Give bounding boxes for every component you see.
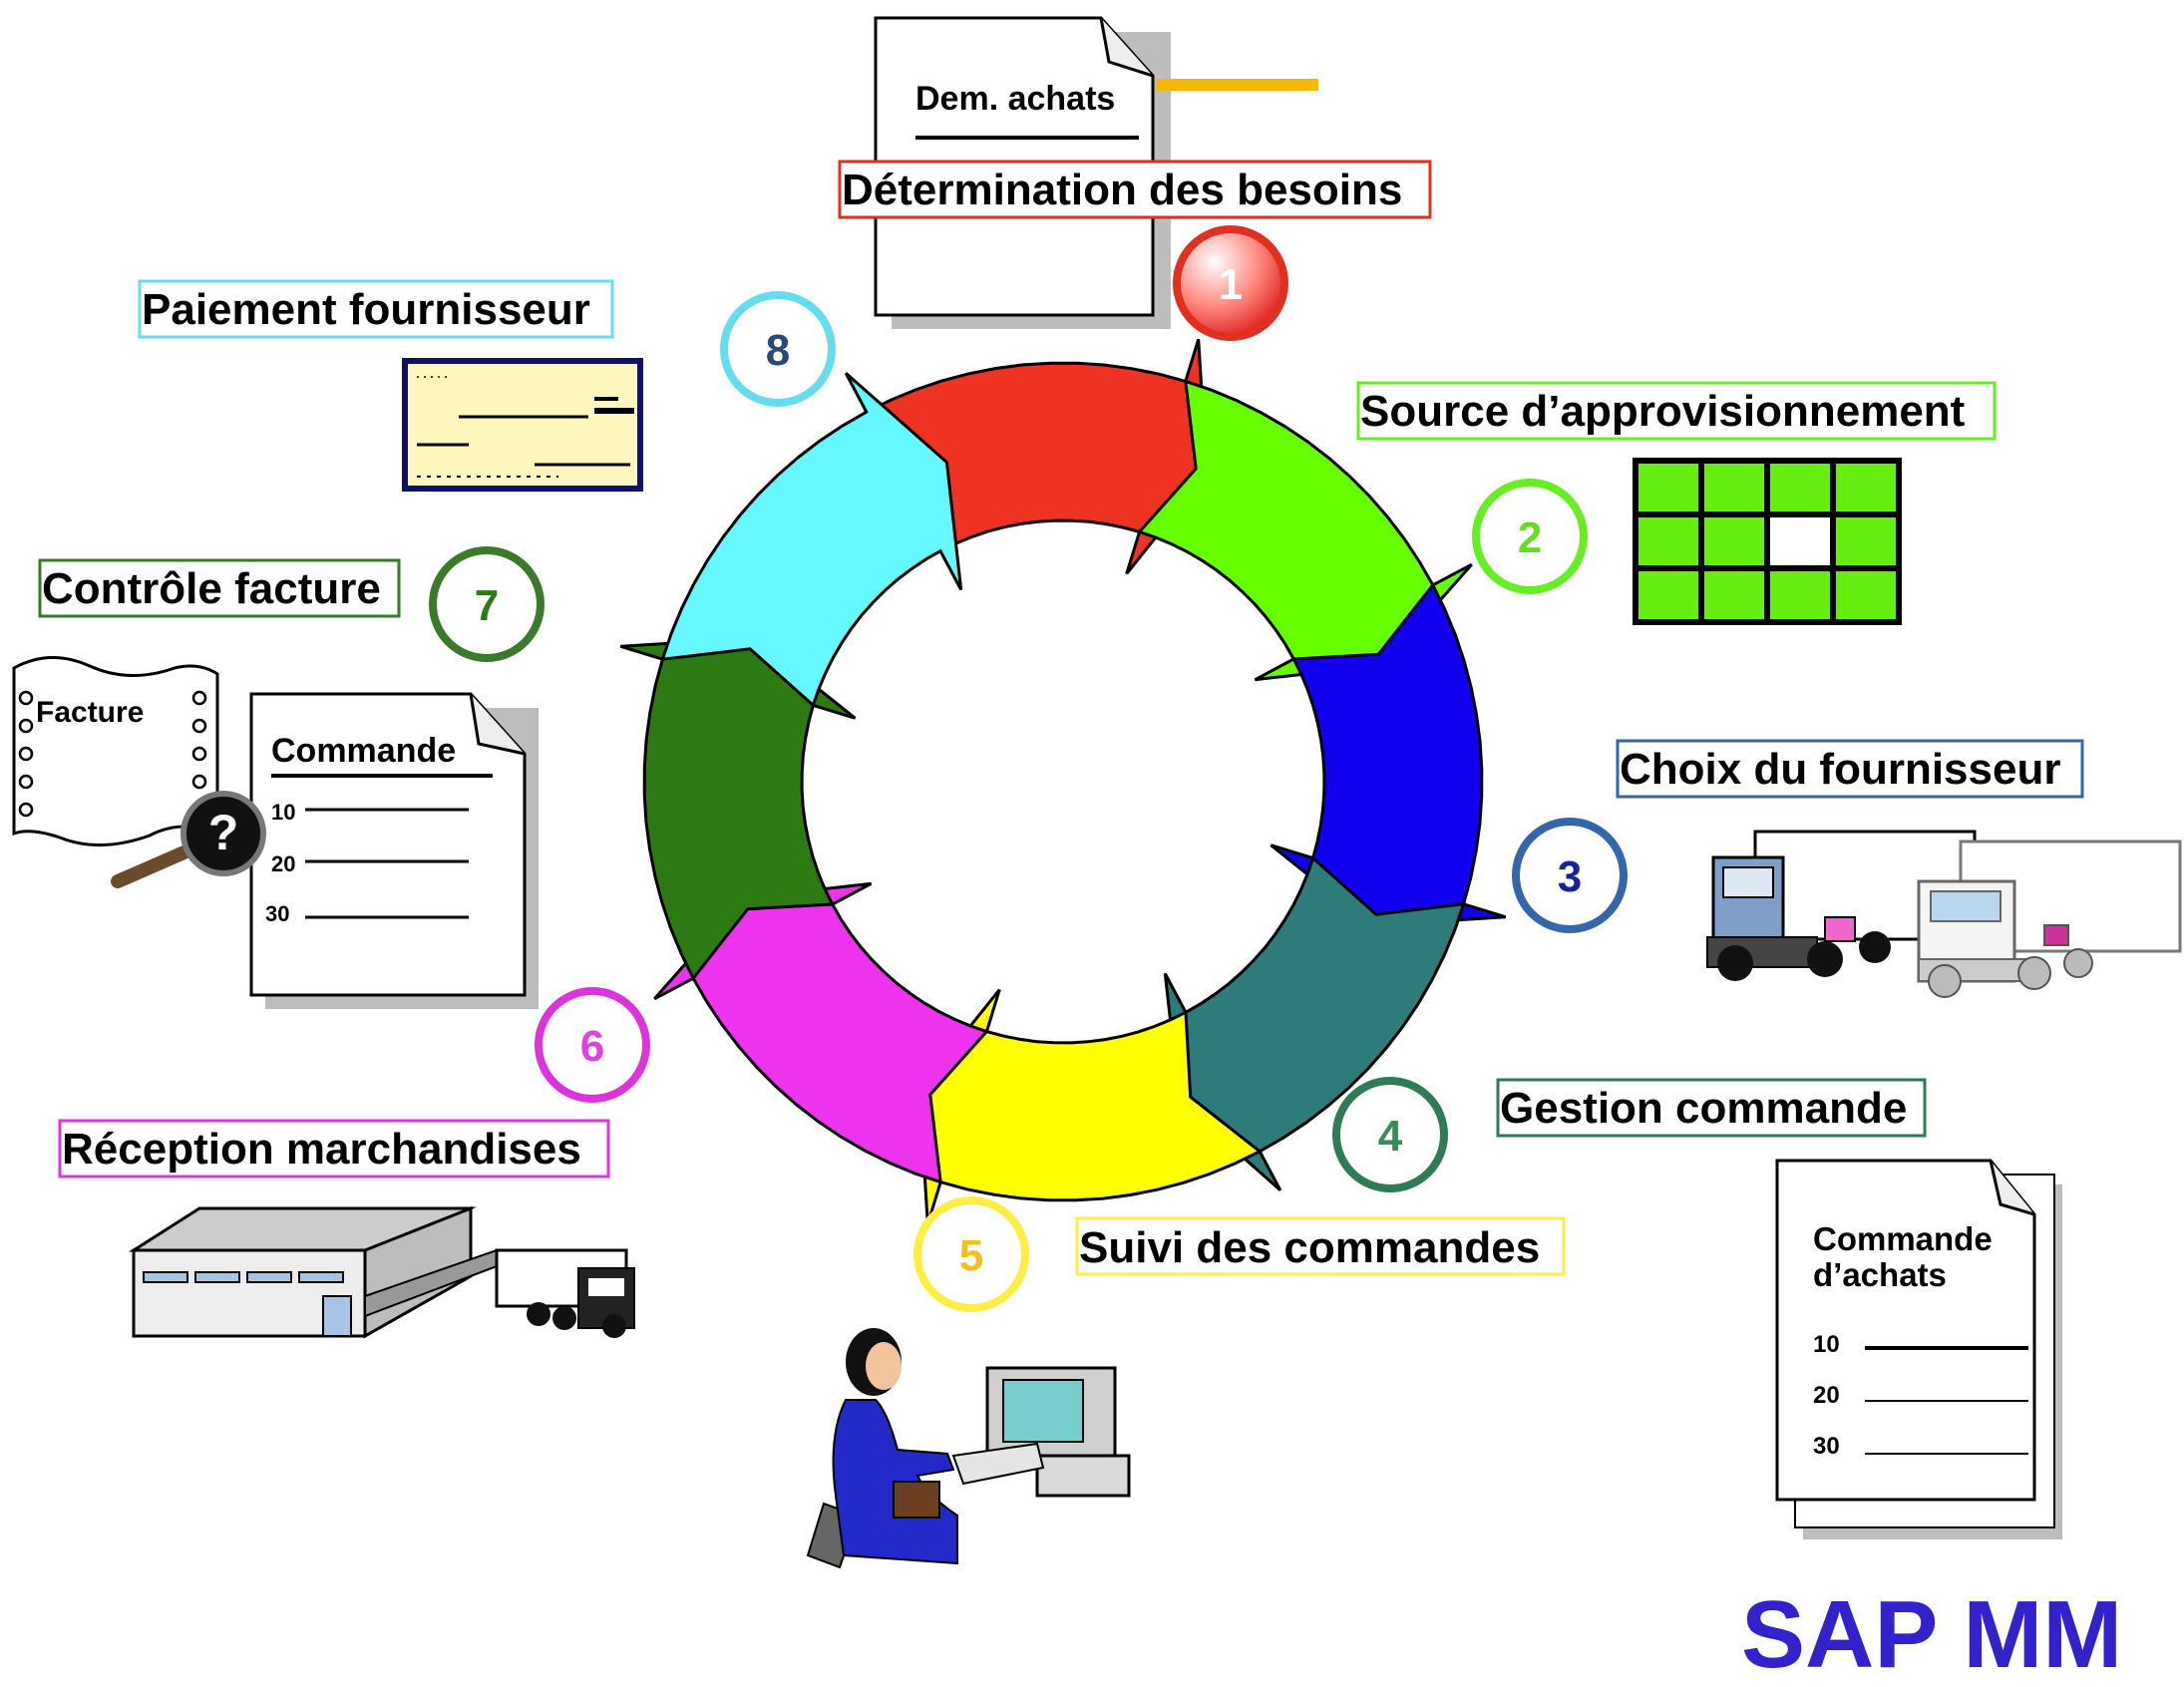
invoice-illustration: Facture bbox=[12, 656, 219, 846]
step-label-1: Détermination des besoins bbox=[838, 160, 1432, 219]
grid-cell bbox=[1698, 458, 1770, 517]
order-document: Commande 10 20 30 bbox=[249, 692, 539, 1009]
invoice-title: Facture bbox=[36, 696, 144, 729]
step-badge-8: 8 bbox=[720, 291, 836, 407]
cycle-arrow-2 bbox=[1136, 379, 1473, 682]
purchase-order-title-1: Commande bbox=[1813, 1220, 1993, 1257]
grid-cell bbox=[1830, 511, 1902, 571]
step-number: 7 bbox=[475, 581, 499, 630]
person-at-computer-illustration bbox=[806, 1328, 1131, 1569]
step-badge-3: 3 bbox=[1512, 818, 1628, 933]
step-number: 4 bbox=[1378, 1112, 1403, 1161]
step-number: 5 bbox=[959, 1231, 983, 1280]
order-line-number: 10 bbox=[271, 800, 295, 825]
step-badge-1: 1 bbox=[1173, 225, 1288, 341]
grid-cell bbox=[1764, 511, 1836, 571]
step-label-8: Paiement fournisseur bbox=[138, 279, 614, 339]
svg-text:Contrôle facture: Contrôle facture bbox=[42, 564, 381, 613]
step-number: 6 bbox=[580, 1022, 604, 1071]
warehouse-illustration bbox=[128, 1205, 635, 1339]
order-title: Commande bbox=[271, 732, 456, 770]
purchase-order-title-2: d’achats bbox=[1813, 1256, 1947, 1293]
step-number: 2 bbox=[1518, 513, 1542, 562]
step-number: 8 bbox=[766, 326, 790, 375]
po-line-number: 30 bbox=[1813, 1433, 1840, 1460]
trucks-illustration bbox=[1706, 830, 2182, 998]
cycle-arrow-6 bbox=[653, 881, 990, 1184]
step-label-2: Source d’approvisionnement bbox=[1356, 381, 1997, 441]
svg-text:Gestion commande: Gestion commande bbox=[1500, 1084, 1907, 1133]
grid-cell bbox=[1698, 511, 1770, 571]
grid-cell bbox=[1633, 565, 1704, 625]
svg-text:Choix du fournisseur: Choix du fournisseur bbox=[1620, 745, 2060, 794]
step-label-3: Choix du fournisseur bbox=[1616, 739, 2084, 799]
cycle-arrow-3 bbox=[1270, 581, 1507, 927]
purchase-order-document: Commande d’achats 10 20 30 bbox=[1775, 1159, 2062, 1539]
svg-text:Source d’approvisionnement: Source d’approvisionnement bbox=[1360, 387, 1966, 436]
svg-text:Réception marchandises: Réception marchandises bbox=[62, 1125, 581, 1174]
step-label-5: Suivi des commandes bbox=[1075, 1216, 1566, 1276]
purchase-request-title: Dem. achats bbox=[915, 80, 1115, 118]
step-badge-4: 4 bbox=[1332, 1077, 1448, 1192]
grid-cell bbox=[1698, 565, 1770, 625]
order-line-number: 30 bbox=[265, 901, 289, 926]
grid-cell bbox=[1633, 458, 1704, 517]
step-label-7: Contrôle facture bbox=[38, 558, 401, 618]
svg-text:Suivi des commandes: Suivi des commandes bbox=[1079, 1223, 1540, 1272]
grid-cell bbox=[1764, 565, 1836, 625]
grid-cell bbox=[1830, 458, 1902, 517]
cycle-arrow-5 bbox=[917, 988, 1264, 1225]
step-badge-6: 6 bbox=[535, 987, 650, 1103]
cycle-arrow-4 bbox=[1163, 854, 1466, 1191]
step-badges: 1 2 3 4 5 6 7 8 bbox=[429, 225, 1628, 1312]
grid-cell bbox=[1633, 511, 1704, 571]
magnifier-question-icon: ? bbox=[111, 791, 266, 888]
cycle-ring bbox=[619, 338, 1507, 1225]
step-label-4: Gestion commande bbox=[1496, 1078, 1927, 1138]
cycle-arrow-8 bbox=[660, 372, 963, 709]
cheque-illustration bbox=[402, 358, 643, 492]
cycle-arrow-7 bbox=[619, 636, 857, 982]
step-number: 1 bbox=[1219, 260, 1243, 309]
step-number: 3 bbox=[1558, 852, 1582, 901]
svg-text:Détermination des besoins: Détermination des besoins bbox=[842, 166, 1402, 214]
step-badge-5: 5 bbox=[913, 1196, 1029, 1312]
po-line-number: 20 bbox=[1813, 1382, 1840, 1409]
order-line-number: 20 bbox=[271, 851, 295, 876]
question-mark-icon: ? bbox=[208, 805, 239, 860]
step-badge-2: 2 bbox=[1472, 479, 1588, 594]
svg-text:Paiement fournisseur: Paiement fournisseur bbox=[142, 285, 590, 334]
grid-cell bbox=[1764, 458, 1836, 517]
step-badge-7: 7 bbox=[429, 546, 545, 662]
grid-cell bbox=[1830, 565, 1902, 625]
brand-title: SAP MM bbox=[1741, 1581, 2122, 1687]
source-grid-illustration bbox=[1633, 458, 1902, 625]
po-line-number: 10 bbox=[1813, 1331, 1840, 1358]
step-label-6: Réception marchandises bbox=[58, 1119, 610, 1179]
